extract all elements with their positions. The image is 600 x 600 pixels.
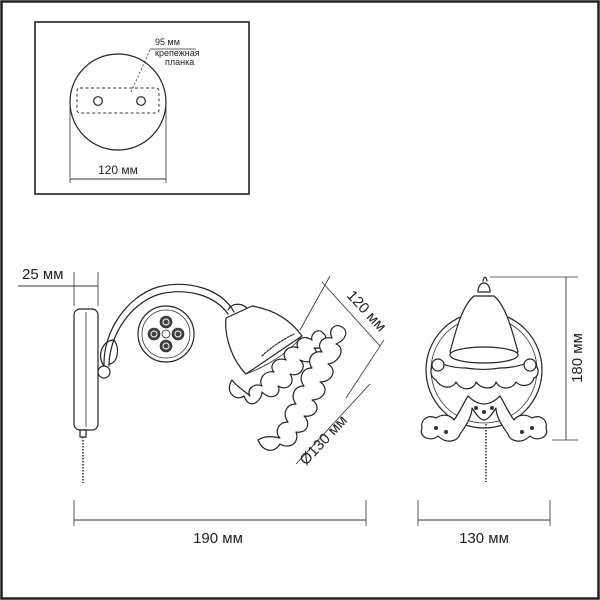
plate-width-label: 95 мм <box>155 37 180 47</box>
pull-switch <box>79 429 87 438</box>
screw-hole-left <box>93 96 103 106</box>
front-shade-rim <box>449 346 519 364</box>
plate-name-line2: планка <box>165 57 194 67</box>
ornament-medallion <box>137 305 195 363</box>
lamp-shade-side <box>225 303 347 451</box>
front-shade-cap-top <box>482 276 488 282</box>
shade-frill <box>228 330 327 405</box>
height-label: 180 мм <box>569 333 586 383</box>
front-frill-upper <box>430 361 539 390</box>
plate-name-line1: крепежная <box>155 48 200 58</box>
base-diameter-label: 120 мм <box>98 163 138 177</box>
arm-knob <box>97 365 111 379</box>
base-circle <box>69 53 167 151</box>
shade-diameter-line <box>295 383 371 465</box>
front-side-knob-left <box>431 358 445 372</box>
shade-height-ext-2 <box>345 339 385 399</box>
mount-plate-view: 95 мм крепежная планка 120 мм <box>34 21 250 195</box>
total-length-label: 190 мм <box>193 530 243 547</box>
mounting-plate <box>76 87 160 114</box>
screw-hole-right <box>136 96 146 106</box>
inset-frame <box>34 21 250 195</box>
front-view: 180 мм 130 мм <box>417 276 586 547</box>
arm-offset-label: 25 мм <box>22 266 63 283</box>
front-frill-lower <box>420 395 548 442</box>
front-shade-cap <box>477 282 491 293</box>
width-label: 130 мм <box>459 530 509 547</box>
lamp-arm <box>103 283 235 367</box>
arm-curl <box>100 339 119 367</box>
shade-height-line <box>321 281 381 347</box>
front-side-knob-right <box>523 358 537 372</box>
